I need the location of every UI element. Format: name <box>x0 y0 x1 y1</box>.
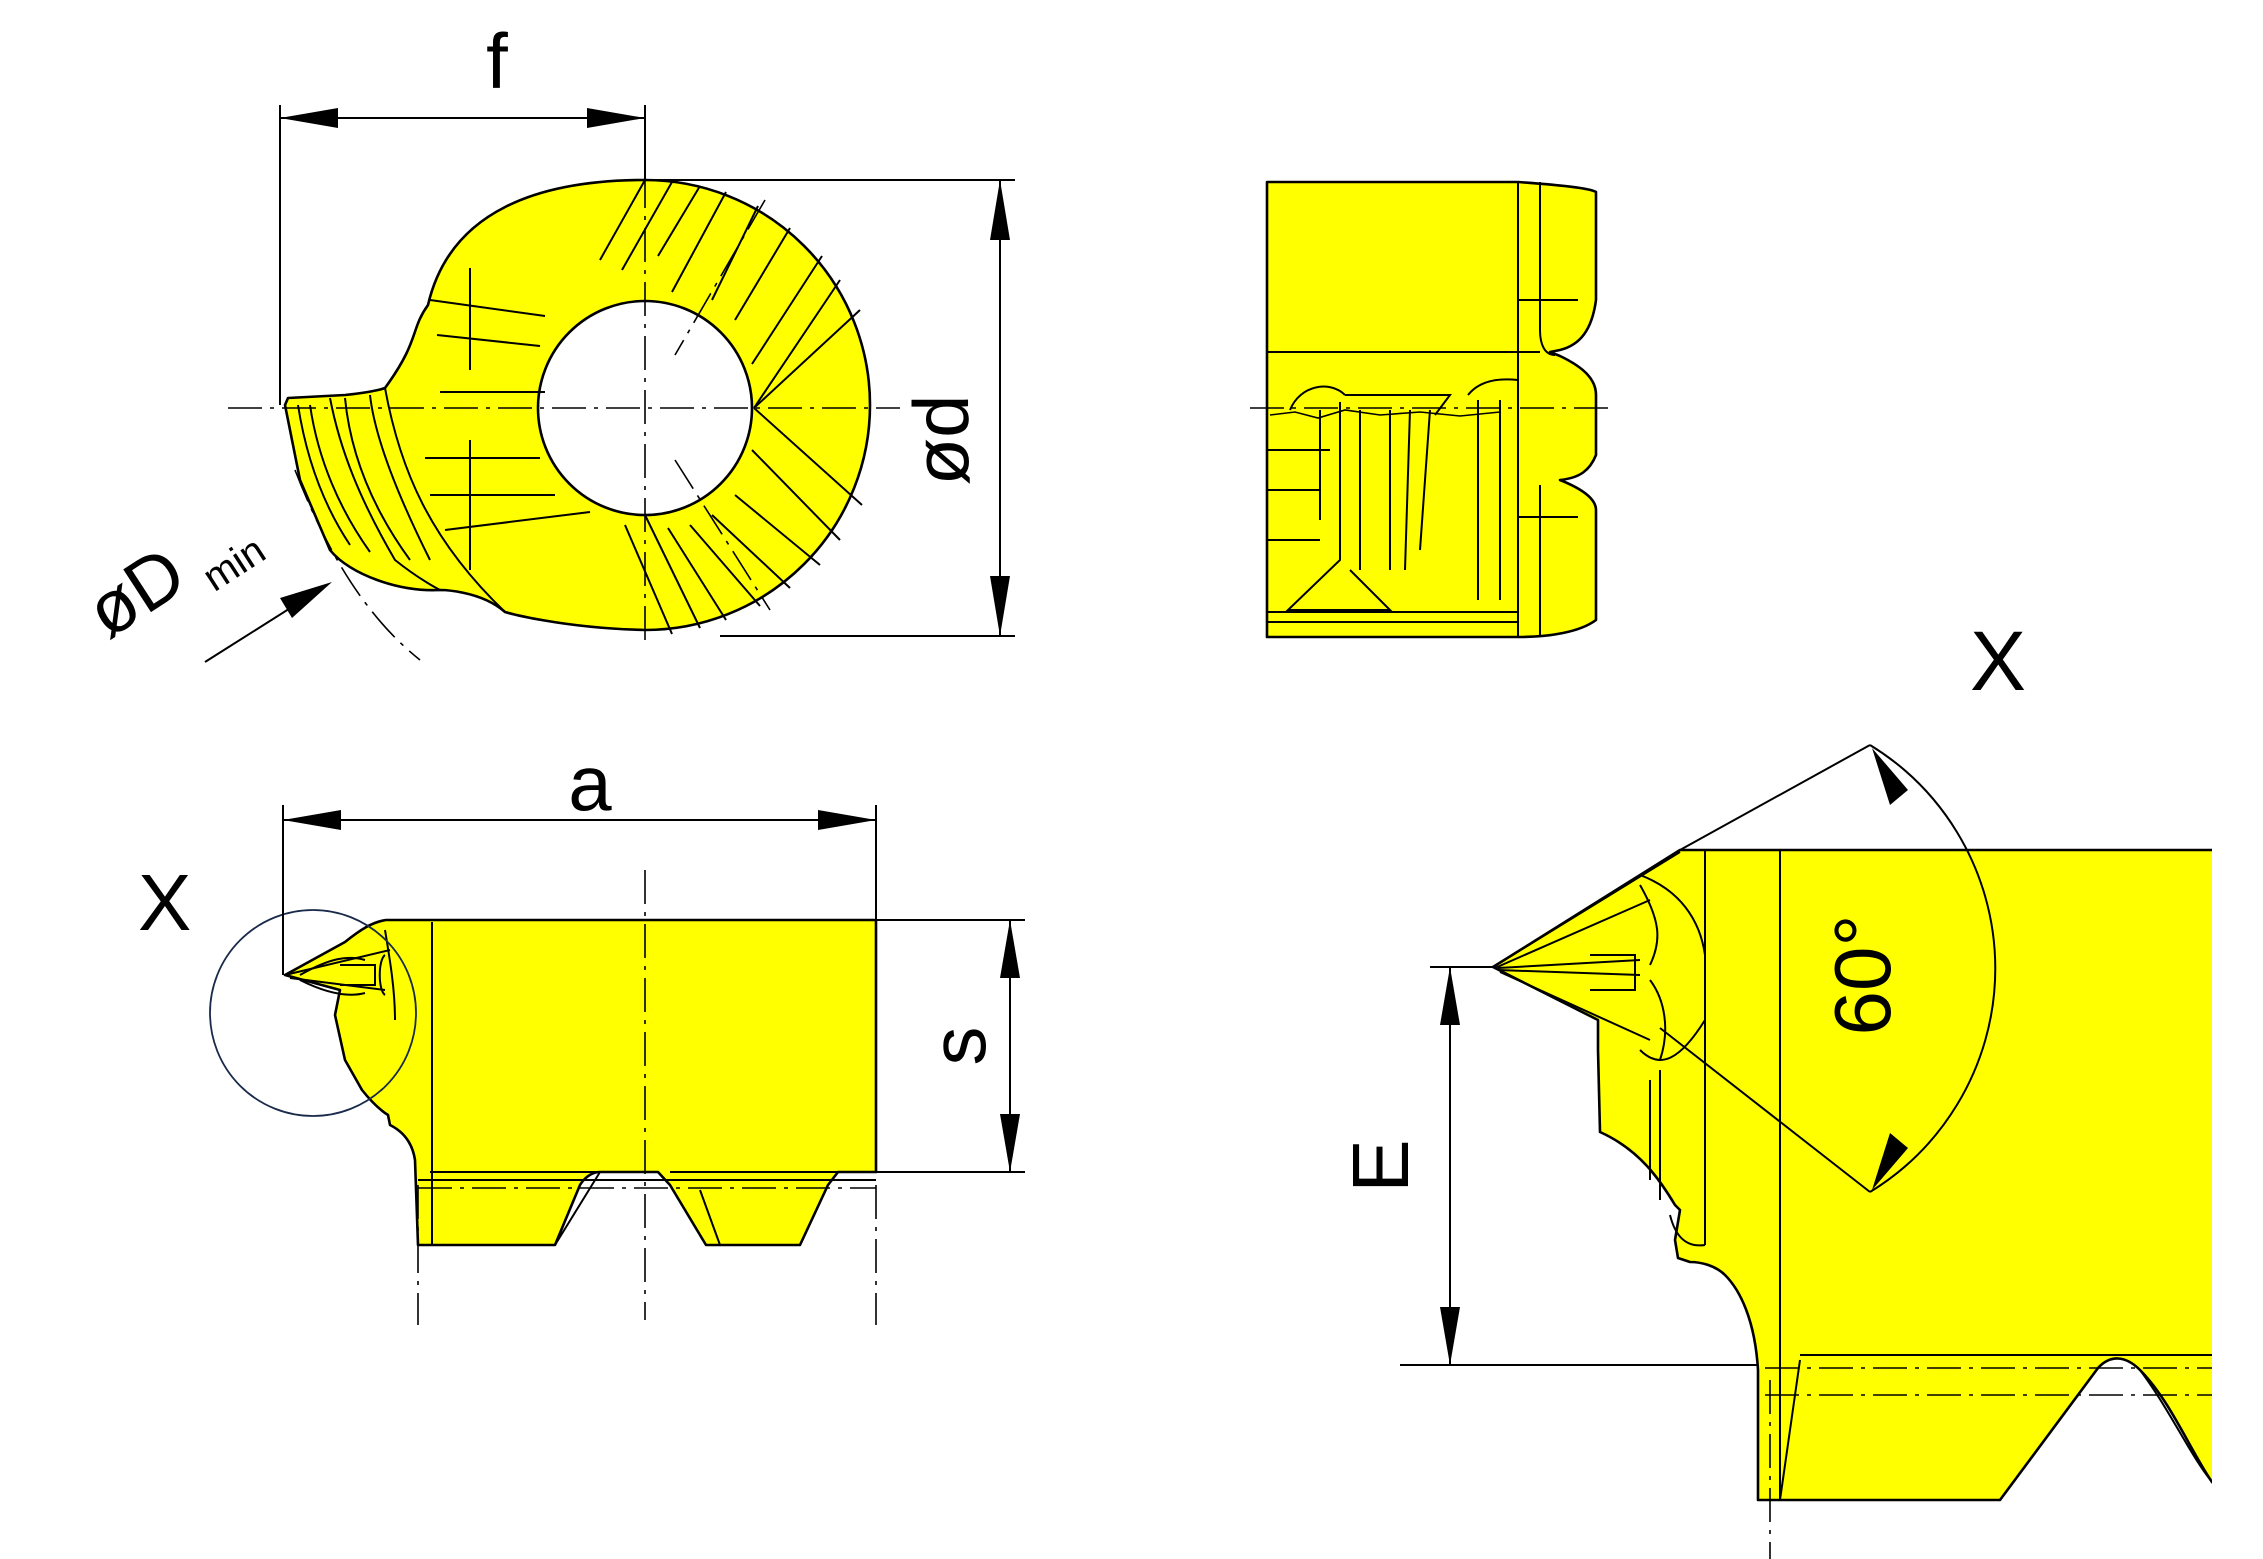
detail-x-view: X <box>1336 614 2212 1559</box>
detail-x-insert <box>1491 848 2212 1502</box>
dim-d-label: ød <box>897 394 985 485</box>
dim-D-sub-label: min <box>195 528 273 600</box>
detail-x-circle <box>209 909 417 1117</box>
dim-f-label: f <box>486 17 508 105</box>
dim-E-label: E <box>1336 1139 1425 1192</box>
top-view-insert <box>283 918 878 1247</box>
dim-D-label: øD <box>72 530 200 653</box>
detail-x-reference: X <box>138 858 191 947</box>
dim-s-label: s <box>914 1027 1002 1066</box>
side-view-insert <box>1265 180 1598 639</box>
angle-60-label: 60° <box>1818 915 1907 1036</box>
side-view <box>1250 180 1610 639</box>
top-view: X a s <box>138 739 1025 1325</box>
detail-x-title: X <box>1970 614 2026 708</box>
front-view: f ød øD min <box>72 17 1015 663</box>
dim-a-label: a <box>568 739 612 827</box>
